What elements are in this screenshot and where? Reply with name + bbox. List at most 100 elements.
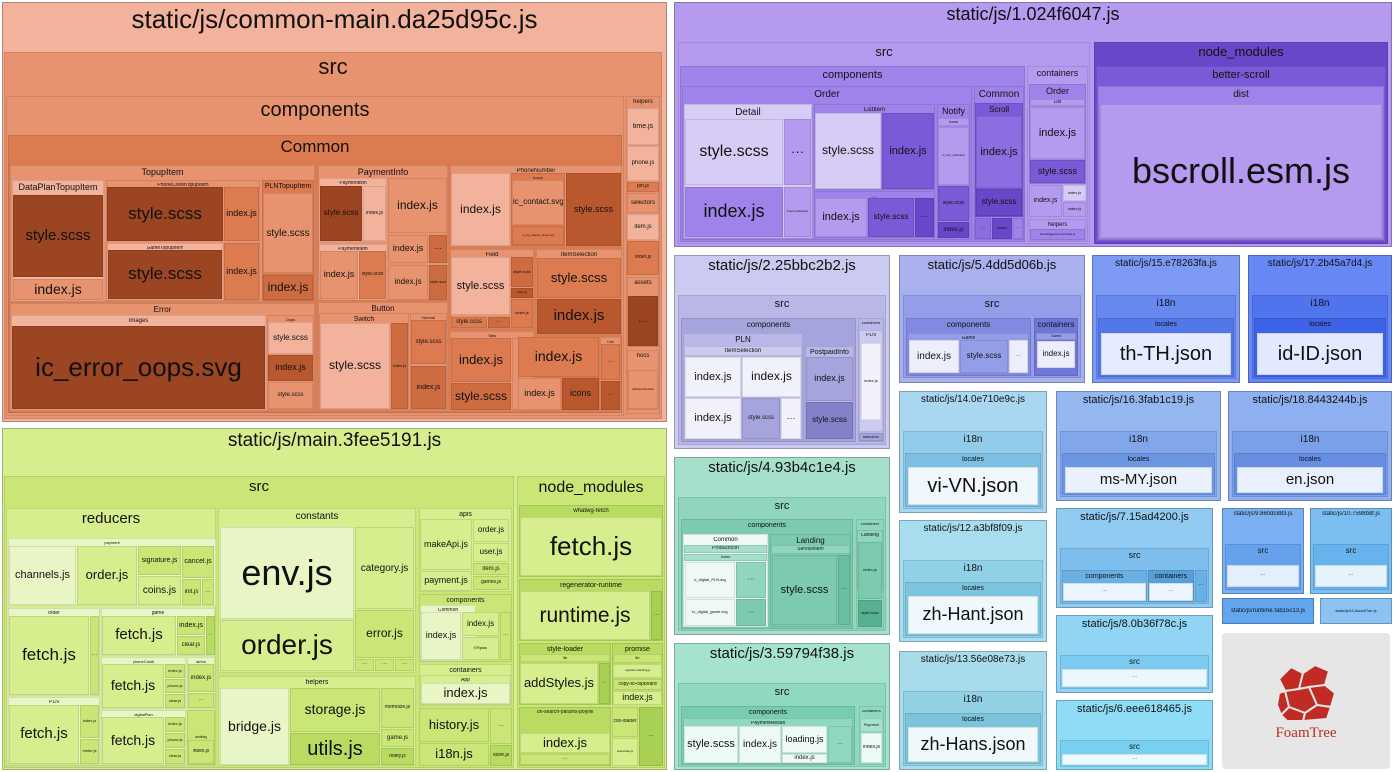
module-tile[interactable]: style.scss: [268, 322, 313, 354]
module-tile[interactable]: fetch.js: [520, 517, 662, 576]
module-tile[interactable]: ···: [490, 708, 512, 744]
module-tile[interactable]: phone.js: [165, 733, 185, 748]
module-tile[interactable]: index.js: [858, 542, 882, 599]
module-tile[interactable]: index.js: [537, 299, 621, 334]
module-tile[interactable]: ic_contact.svg: [512, 180, 564, 225]
module-tile[interactable]: game.js: [381, 729, 414, 747]
module-tile[interactable]: style.scss: [938, 186, 969, 221]
module-tile[interactable]: Game: [1036, 333, 1076, 340]
module-tile[interactable]: ···: [1009, 340, 1028, 373]
module-tile[interactable]: ic_top_search_close.svg: [512, 226, 564, 245]
module-tile[interactable]: style.scss: [684, 726, 738, 763]
module-tile[interactable]: channels.js: [9, 546, 76, 605]
module-tile[interactable]: ic_tips_unlimited: [938, 127, 969, 185]
module-tile[interactable]: index.js: [388, 178, 447, 233]
module-tile[interactable]: index.js: [909, 340, 959, 373]
module-tile[interactable]: category.js: [355, 527, 414, 609]
module-tile[interactable]: index.js: [388, 235, 428, 263]
module-tile[interactable]: phone.js: [165, 679, 185, 693]
module-tile[interactable]: index.js: [1029, 185, 1062, 217]
module-tile[interactable]: ···: [202, 579, 214, 605]
module-tile[interactable]: index.js: [421, 612, 461, 660]
module-tile[interactable]: ···: [736, 599, 766, 626]
module-tile[interactable]: ···: [375, 659, 394, 671]
module-tile[interactable]: ···: [520, 754, 610, 765]
module-tile[interactable]: ···: [599, 663, 610, 704]
module-tile[interactable]: env.js: [220, 527, 354, 619]
module-tile[interactable]: ic_digital_game.svg: [685, 599, 735, 626]
module-tile[interactable]: bridge.js: [220, 688, 289, 765]
module-tile[interactable]: index.js: [177, 616, 205, 635]
module-tile[interactable]: i18n.js: [419, 743, 489, 766]
module-tile[interactable]: ···: [1063, 583, 1146, 601]
module-tile[interactable]: ···: [601, 381, 620, 410]
module-tile[interactable]: id-ID.json: [1257, 333, 1383, 375]
module-tile[interactable]: index.js: [391, 323, 408, 409]
module-tile[interactable]: index.js: [451, 338, 511, 382]
module-tile[interactable]: style.scss: [976, 189, 1022, 216]
bundle-group[interactable]: static/js/11.6ace67ab.js: [1320, 598, 1392, 624]
module-tile[interactable]: ···: [395, 659, 414, 671]
module-tile[interactable]: ···: [736, 562, 766, 598]
module-tile[interactable]: index.js: [1037, 341, 1075, 368]
module-tile[interactable]: selectors: [627, 193, 659, 213]
module-tile[interactable]: style.scss: [107, 187, 223, 241]
module-tile[interactable]: bscroll.esm.js: [1100, 104, 1382, 238]
module-tile[interactable]: style.scss: [806, 402, 853, 439]
module-tile[interactable]: index.js: [462, 612, 499, 636]
module-tile[interactable]: Icons: [684, 554, 767, 561]
module-tile[interactable]: clear.js: [177, 636, 205, 655]
module-tile[interactable]: clear.js: [165, 749, 185, 764]
module-tile[interactable]: ···: [500, 612, 511, 660]
module-tile[interactable]: ···: [429, 235, 447, 263]
module-tile[interactable]: index.js: [320, 251, 358, 299]
module-tile[interactable]: loading.js: [782, 726, 827, 753]
module-tile[interactable]: ···: [1315, 565, 1387, 587]
module-tile[interactable]: ···: [915, 198, 934, 237]
module-tile[interactable]: withInputFeature: [628, 370, 658, 409]
module-tile[interactable]: ic_error_oops.svg: [12, 326, 265, 409]
module-tile[interactable]: fetch.js: [9, 705, 79, 764]
module-tile[interactable]: index.js: [224, 187, 259, 241]
module-tile[interactable]: style.scss: [511, 257, 533, 287]
module-tile[interactable]: style.scss: [320, 186, 362, 241]
module-tile[interactable]: ServiceItem: [771, 545, 850, 554]
module-tile[interactable]: addStyles.js: [520, 663, 598, 704]
module-tile[interactable]: ···: [1013, 218, 1023, 239]
module-tile[interactable]: time.js: [627, 108, 659, 145]
module-tile[interactable]: init.js: [182, 579, 201, 605]
module-tile[interactable]: user.js: [473, 543, 509, 562]
module-tile[interactable]: index.js: [80, 705, 99, 738]
module-tile[interactable]: memoize.js: [381, 688, 414, 728]
module-tile[interactable]: coins.js: [138, 576, 181, 605]
module-tile[interactable]: rejection-tracking.js: [613, 664, 662, 678]
module-tile[interactable]: games.js: [473, 576, 509, 590]
module-tile[interactable]: index.js: [511, 299, 533, 328]
module-tile[interactable]: item.js: [473, 563, 509, 575]
module-tile[interactable]: index.js: [411, 366, 446, 409]
module-tile[interactable]: lib: [613, 654, 662, 663]
module-tile[interactable]: index.js: [1063, 185, 1086, 201]
module-tile[interactable]: style.scss: [537, 258, 621, 298]
module-tile[interactable]: PaymentResult: [784, 187, 811, 237]
module-tile[interactable]: index.js: [518, 337, 599, 377]
module-tile[interactable]: index.js: [742, 357, 801, 397]
module-tile[interactable]: order.js: [627, 241, 659, 275]
module-tile[interactable]: style.scss: [451, 383, 511, 410]
module-tile[interactable]: style.scss: [451, 257, 510, 315]
module-tile[interactable]: index.js: [165, 664, 185, 678]
module-tile[interactable]: ···: [188, 693, 214, 708]
module-tile[interactable]: index.js: [451, 173, 510, 246]
module-tile[interactable]: lib: [520, 654, 610, 662]
module-tile[interactable]: store.js: [490, 745, 512, 766]
module-tile[interactable]: style.scss: [13, 195, 103, 277]
module-tile[interactable]: index.js: [861, 733, 882, 763]
module-tile[interactable]: index.js: [613, 691, 662, 705]
module-tile[interactable]: style.scss: [1030, 160, 1085, 183]
module-tile[interactable]: th-TH.json: [1101, 333, 1231, 375]
module-tile[interactable]: style.scss: [815, 113, 881, 189]
module-tile[interactable]: style.scss: [868, 198, 914, 237]
module-tile[interactable]: ERpsis: [462, 637, 499, 660]
module-tile[interactable]: closePageCommunicate.js: [1030, 229, 1085, 240]
